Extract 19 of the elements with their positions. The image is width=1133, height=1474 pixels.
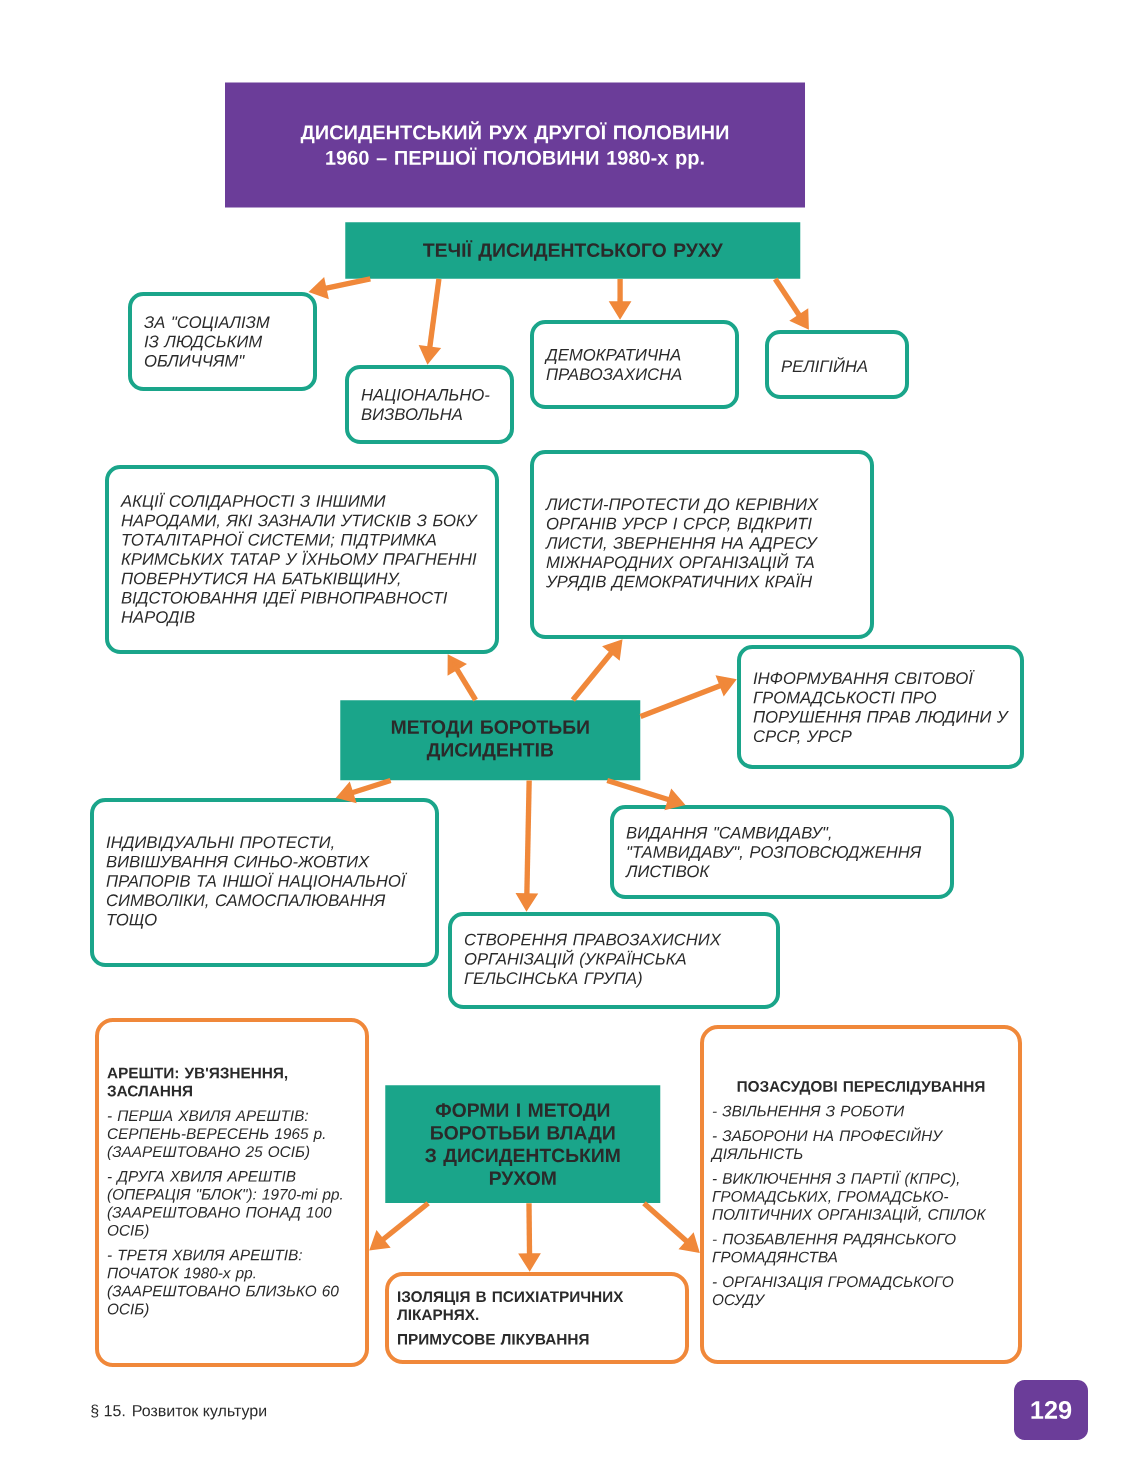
text-box: ПОЗАСУДОВІ ПЕРЕСЛІДУВАННЯ - ЗВІЛЬНЕННЯ З РОБОТИ - ЗАБОРОНИ НА ПРОФЕСІЙНУ ДІЯЛЬНІСТЬ - ВИКЛЮЧЕННЯ З ПАРТІЇ (КПРС), ГРОМАДСЬКИХ, ГРОМАДСЬКО-ПОЛІТИЧНИХ ОРГАНІЗАЦІЙ, СПІЛОК - ПОЗБАВЛЕННЯ РАДЯНСЬКОГО ГРОМАДЯНСТВА - ОРГАНІЗАЦІЯ ГРОМАДСЬКОГО ОСУДУ: [700, 1025, 1022, 1364]
text-box: НАЦІОНАЛЬНО-ВИЗВОЛЬНА: [345, 365, 514, 444]
banner: ФОРМИ І МЕТОДИ БОРОТЬБИ ВЛАДИ З ДИСИДЕНТСЬКИМ РУХОМ: [385, 1085, 661, 1203]
text-box: ВИДАННЯ "САМВИДАВУ", "ТАМВИДАВУ", РОЗПОВСЮДЖЕННЯ ЛИСТІВОК: [610, 805, 954, 899]
banner: МЕТОДИ БОРОТЬБИ ДИСИДЕНТІВ: [340, 700, 641, 781]
text-box: СТВОРЕННЯ ПРАВОЗАХИСНИХ ОРГАНІЗАЦІЙ (УКРАЇНСЬКА ГЕЛЬСІНСЬКА ГРУПА): [448, 912, 780, 1009]
page-number: 129: [1014, 1380, 1088, 1440]
text-box: ЛИСТИ-ПРОТЕСТИ ДО КЕРІВНИХ ОРГАНІВ УРСР І СРСР, ВІДКРИТІ ЛИСТИ, ЗВЕРНЕННЯ НА АДРЕСУ МІЖНАРОДНИХ ОРГАНІЗАЦІЙ ТА УРЯДІВ ДЕМОКРАТИЧНИХ КРАЇН: [530, 450, 874, 639]
text-box: ІЗОЛЯЦІЯ В ПСИХІАТРИЧНИХ ЛІКАРНЯХ. ПРИМУСОВЕ ЛІКУВАННЯ: [385, 1272, 689, 1364]
section-title: § 15. Розвиток культури: [91, 1404, 266, 1420]
text-box: ДЕМОКРАТИЧНА ПРАВОЗАХИСНА: [530, 320, 739, 409]
title-banner: ДИСИДЕНТСЬКИЙ РУХ ДРУГОЇ ПОЛОВИНИ 1960 – ПЕРШОЇ ПОЛОВИНИ 1980-х рр.: [225, 82, 805, 208]
text-box: ЗА "СОЦІАЛІЗМ ІЗ ЛЮДСЬКИМ ОБЛИЧЧЯМ": [128, 292, 317, 391]
text-box: ІНДИВІДУАЛЬНІ ПРОТЕСТИ, ВИВІШУВАННЯ СИНЬО-ЖОВТИХ ПРАПОРІВ ТА ІНШОЇ НАЦІОНАЛЬНОЇ СИМВОЛІКИ, САМОСПАЛЮВАННЯ ТОЩО: [90, 798, 439, 967]
text-box: ІНФОРМУВАННЯ СВІТОВОЇ ГРОМАДСЬКОСТІ ПРО ПОРУШЕННЯ ПРАВ ЛЮДИНИ У СРСР, УРСР: [737, 645, 1024, 769]
text-box: АКЦІЇ СОЛІДАРНОСТІ З ІНШИМИ НАРОДАМИ, ЯКІ ЗАЗНАЛИ УТИСКІВ З БОКУ ТОТАЛІТАРНОЇ СИСТЕМИ; ПІДТРИМКА КРИМСЬКИХ ТАТАР У ЇХНЬОМУ ПРАГНЕННІ ПОВЕРНУТИСЯ НА БАТЬКІВЩИНУ, ВІДСТОЮВАННЯ ІДЕЇ РІВНОПРАВНОСТІ НАРОДІВ: [105, 465, 499, 654]
text-box: АРЕШТИ: УВ'ЯЗНЕННЯ, ЗАСЛАННЯ - ПЕРША ХВИЛЯ АРЕШТІВ: СЕРПЕНЬ-ВЕРЕСЕНЬ 1965 р. (ЗААРЕШТОВАНО 25 ОСІБ) - ДРУГА ХВИЛЯ АРЕШТІВ (ОПЕРАЦІЯ "БЛОК"): 1970-ті рр. (ЗААРЕШТОВАНО ПОНАД 100 ОСІБ) - ТРЕТЯ ХВИЛЯ АРЕШТІВ: ПОЧАТОК 1980-х рр. (ЗААРЕШТОВАНО БЛИЗЬКО 60 ОСІБ): [95, 1018, 369, 1367]
text-box: РЕЛІГІЙНА: [765, 330, 909, 399]
banner: ТЕЧІЇ ДИСИДЕНТСЬКОГО РУХУ: [345, 222, 801, 279]
